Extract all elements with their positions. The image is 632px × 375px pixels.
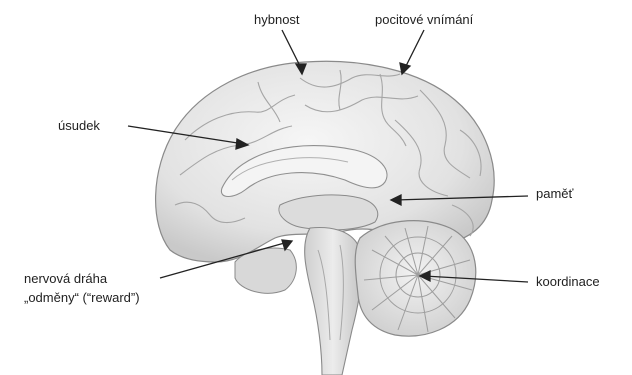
label-reward-line2: „odměny“ (“reward”): [24, 290, 140, 306]
brainstem: [305, 228, 362, 375]
thalamus: [279, 195, 378, 230]
label-memory: paměť: [536, 186, 573, 202]
label-judgement: úsudek: [58, 118, 100, 134]
label-sensory: pocitové vnímání: [375, 12, 473, 28]
label-reward-line1: nervová dráha: [24, 271, 107, 287]
label-coordination: koordinace: [536, 274, 600, 290]
label-motor: hybnost: [254, 12, 300, 28]
leader-sensory: [404, 30, 424, 70]
